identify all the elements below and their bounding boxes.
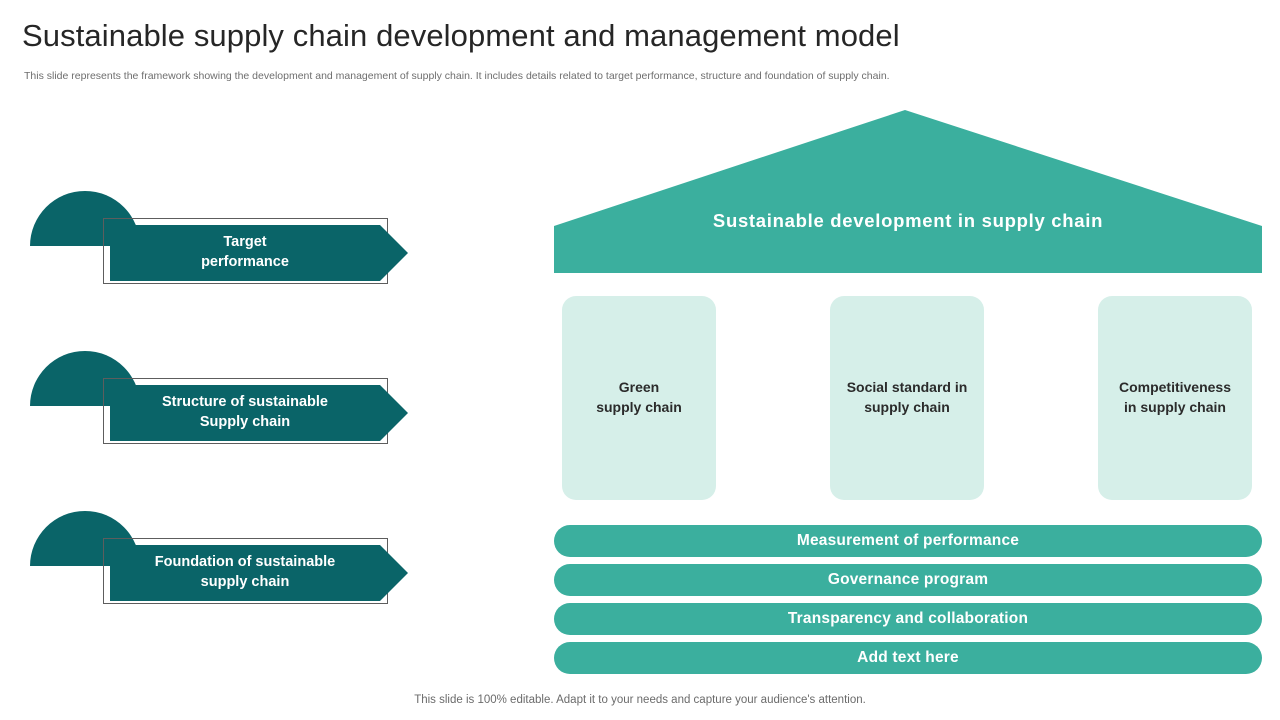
- stage-label-line1: Target: [223, 234, 267, 251]
- foundation-bar-governance[interactable]: Governance program: [554, 564, 1262, 596]
- stage-label-line2: Supply chain: [199, 414, 291, 430]
- arrow-right-icon: [380, 225, 408, 281]
- stage-label-line2: performance: [201, 254, 289, 270]
- foundation-bar-add-text[interactable]: Add text here: [554, 642, 1262, 674]
- stage-label-box[interactable]: Structure of sustainable Supply chain: [110, 385, 380, 441]
- arrow-right-icon: [380, 545, 408, 601]
- house-roof-shape: [554, 110, 1262, 273]
- stage-label-line1: Foundation of sustainable: [154, 554, 336, 571]
- foundation-bar-label: Transparency and collaboration: [787, 610, 1029, 627]
- arrow-right-icon: [380, 385, 408, 441]
- pillar-label-line1: Green: [618, 379, 660, 396]
- pillar-label-line1: Competitiveness: [1118, 379, 1232, 396]
- slide-footer-note: This slide is 100% editable. Adapt it to…: [414, 694, 866, 706]
- foundation-bar-label: Add text here: [857, 649, 959, 666]
- pillar-social-standard[interactable]: Social standard in supply chain: [830, 296, 984, 500]
- page-subtitle: This slide represents the framework show…: [24, 70, 890, 82]
- pillar-competitiveness[interactable]: Competitiveness in supply chain: [1098, 296, 1252, 500]
- pillar-label-line2: supply chain: [864, 399, 950, 415]
- pillar-label-line2: supply chain: [596, 399, 682, 415]
- stage-label-box[interactable]: Foundation of sustainable supply chain: [110, 545, 380, 601]
- house-roof-label: Sustainable development in supply chain: [712, 210, 1104, 231]
- stage-label-line2: supply chain: [200, 574, 290, 590]
- foundation-bar-transparency[interactable]: Transparency and collaboration: [554, 603, 1262, 635]
- foundation-bar-label: Governance program: [827, 571, 989, 588]
- stage-label-box[interactable]: Target performance: [110, 225, 380, 281]
- pillar-green-supply-chain[interactable]: Green supply chain: [562, 296, 716, 500]
- foundation-bar-label: Measurement of performance: [796, 532, 1020, 549]
- left-stage-foundation[interactable]: Foundation of sustainable supply chain: [0, 505, 440, 635]
- left-stage-target-performance[interactable]: Target performance: [0, 185, 440, 315]
- foundation-bar-measurement[interactable]: Measurement of performance: [554, 525, 1262, 557]
- pillar-label-line2: in supply chain: [1124, 399, 1226, 415]
- stage-label-line1: Structure of sustainable: [162, 394, 328, 411]
- pillar-label-line1: Social standard in: [846, 379, 968, 396]
- page-title: Sustainable supply chain development and…: [22, 18, 900, 53]
- left-stage-structure[interactable]: Structure of sustainable Supply chain: [0, 345, 440, 475]
